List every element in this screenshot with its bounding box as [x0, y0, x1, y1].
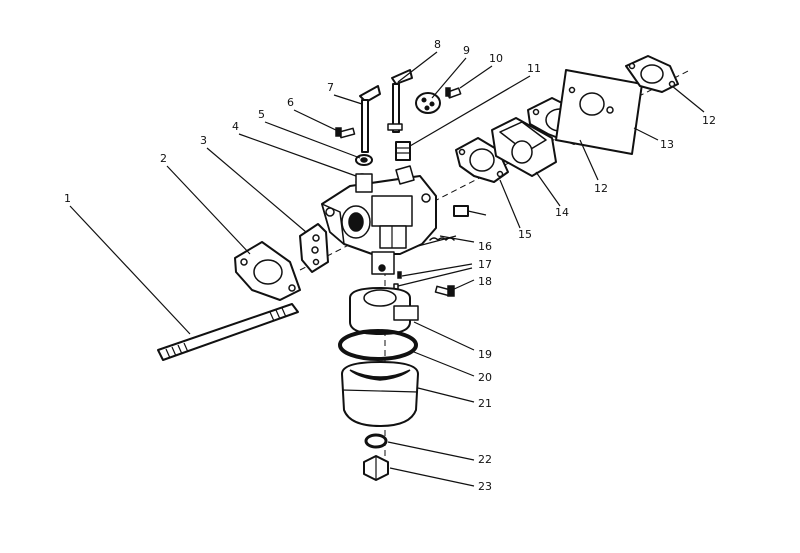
callout-15: 15 [518, 228, 532, 241]
callout-8: 8 [434, 38, 441, 51]
callout-17: 17 [478, 258, 492, 271]
part-2-gasket [234, 241, 301, 301]
callout-4: 4 [232, 120, 239, 133]
callout-12-middle: 12 [594, 182, 608, 195]
part-3-throttle-plate [299, 223, 329, 273]
carburetor-body [321, 165, 437, 275]
callout-2: 2 [160, 152, 167, 165]
part-5-washer [355, 154, 373, 166]
callout-20: 20 [478, 371, 492, 384]
callout-labels: 1 2 3 4 5 6 7 8 9 10 11 12 12 13 14 15 1… [64, 38, 716, 493]
part-7-choke-shaft [359, 85, 381, 153]
callout-6: 6 [287, 96, 294, 109]
callout-1: 1 [64, 192, 71, 205]
part-14-adapter [491, 117, 557, 177]
part-19-float [349, 287, 419, 335]
stud-threads-right [269, 307, 287, 322]
adjust-screw [453, 205, 487, 217]
part-23-bowl-nut [363, 455, 389, 481]
part-10-screw [445, 87, 462, 99]
part-6-screw [335, 127, 356, 139]
part-1-stud [157, 303, 299, 361]
callout-22: 22 [478, 453, 492, 466]
part-11-fitting [395, 141, 411, 161]
part-22-washer [364, 433, 388, 449]
stud-threads-left [165, 342, 189, 359]
callout-11: 11 [527, 62, 541, 75]
callout-13: 13 [660, 138, 674, 151]
callout-9: 9 [463, 44, 470, 57]
callout-19: 19 [478, 348, 492, 361]
callout-18: 18 [478, 275, 492, 288]
callout-16: 16 [478, 240, 492, 253]
part-12-gasket-right [625, 55, 679, 93]
part-9-disc [415, 92, 441, 114]
part-18-screw [434, 285, 455, 297]
callout-10: 10 [489, 52, 503, 65]
part-4-spring [355, 173, 373, 193]
callout-14: 14 [555, 206, 569, 219]
callout-5: 5 [258, 108, 265, 121]
callout-21: 21 [478, 397, 492, 410]
callout-23: 23 [478, 480, 492, 493]
callout-7: 7 [327, 81, 334, 94]
leader-lines [69, 51, 705, 487]
callout-3: 3 [200, 134, 207, 147]
part-13-plate [555, 69, 643, 155]
callout-12-right: 12 [702, 114, 716, 127]
part-21-float-bowl [341, 361, 419, 427]
part-8-throttle-shaft [387, 69, 413, 133]
part-20-oring [338, 329, 418, 361]
